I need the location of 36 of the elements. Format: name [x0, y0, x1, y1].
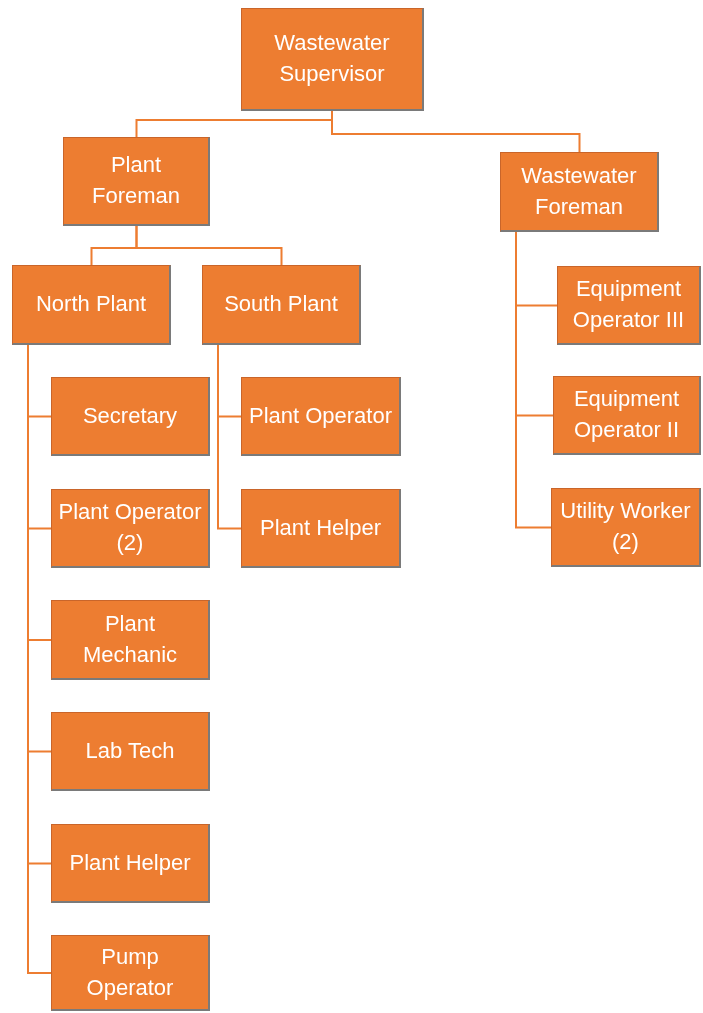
job-title: Utility Worker (2) — [559, 497, 692, 556]
job-title: Equipment Operator III — [571, 275, 686, 334]
position-box — [557, 266, 701, 345]
job-title: Plant Operator — [248, 401, 393, 430]
job-title: Plant Helper — [259, 513, 382, 542]
job-title: Secretary — [82, 401, 178, 430]
job-title: Plant Foreman — [90, 151, 181, 210]
position-box — [202, 265, 361, 345]
job-title: South Plant — [224, 290, 338, 319]
connector-line — [217, 344, 242, 530]
position-box — [551, 488, 701, 567]
connector-line — [515, 231, 552, 529]
connector-line — [135, 225, 283, 266]
position-box — [12, 265, 171, 345]
position-box — [51, 377, 210, 456]
position-box — [241, 8, 424, 111]
job-title: Plant Helper — [69, 848, 191, 877]
position-box — [241, 489, 401, 568]
position-box — [241, 377, 401, 456]
job-title: Wastewater Supervisor — [273, 29, 391, 88]
position-box — [51, 824, 210, 903]
job-title: Plant Operator (2) — [58, 498, 202, 557]
connector-line — [331, 110, 581, 153]
job-title: Wastewater Foreman — [520, 161, 638, 221]
position-box — [553, 376, 701, 455]
position-box — [63, 137, 210, 226]
job-title: Lab Tech — [85, 736, 175, 765]
job-title: Pump Operator — [85, 942, 175, 1002]
position-box — [51, 600, 210, 680]
position-box — [51, 489, 210, 568]
job-title: Plant Mechanic — [81, 609, 179, 669]
position-box — [500, 152, 659, 232]
job-title: Equipment Operator II — [572, 385, 681, 444]
position-box — [51, 935, 210, 1011]
position-box — [51, 712, 210, 791]
job-title: North Plant — [35, 290, 147, 319]
